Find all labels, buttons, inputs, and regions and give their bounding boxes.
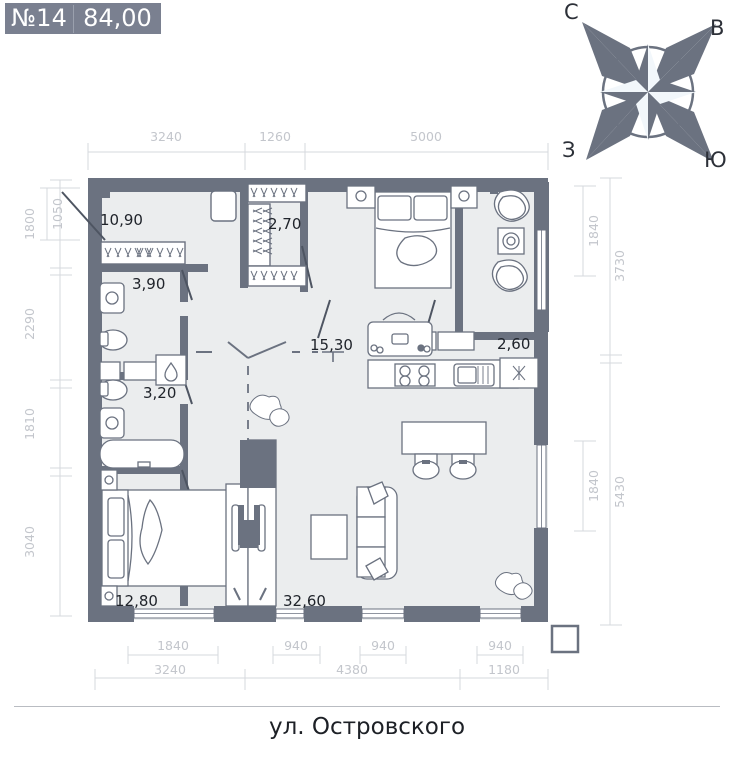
- dim-left-1: 1800: [22, 208, 37, 240]
- room-label-bedroom-second: 12,80: [115, 592, 158, 610]
- floor-plan-drawing: 3240 1260 5000 1800 2290 1810 3040 1050: [22, 129, 627, 690]
- dimension-lines-right: [574, 177, 622, 626]
- room-label-balcony: 2,60: [497, 335, 530, 353]
- windows: [133, 229, 547, 619]
- room-label-closet: 2,70: [268, 215, 301, 233]
- dim-left-3: 1810: [22, 408, 37, 440]
- dim-bottom-1: 3240: [154, 662, 186, 677]
- dim-bottom-3: 1180: [488, 662, 520, 677]
- dim-left-4: 3040: [22, 526, 37, 558]
- room-label-bathroom-main: 3,20: [143, 384, 176, 402]
- room-label-entry-hall: 10,90: [100, 211, 143, 229]
- unit-badge: №14 84,00: [5, 3, 161, 34]
- closet-furniture: [100, 183, 307, 287]
- unit-number-label: №14: [11, 3, 68, 32]
- dim-right-inner-1: 1840: [586, 215, 601, 247]
- bathroom-main-fixtures: [98, 379, 185, 469]
- living-wardrobe: [225, 439, 277, 607]
- dim-right-inner-2: 1840: [586, 470, 601, 502]
- dim-left-2: 2290: [22, 308, 37, 340]
- dim-left-inner-1: 1050: [50, 198, 65, 230]
- room-label-bathroom-guest: 3,90: [132, 275, 165, 293]
- unit-area-label: 84,00: [83, 3, 152, 32]
- dim-bottom-inner-4: 940: [488, 638, 512, 653]
- dim-right-1: 3730: [612, 250, 627, 282]
- dim-bottom-inner-3: 940: [371, 638, 395, 653]
- bedroom-second-furniture: [100, 469, 231, 607]
- room-label-bedroom-master: 15,30: [310, 336, 353, 354]
- compass-north-label: С: [564, 0, 579, 24]
- dim-top-1: 3240: [150, 129, 182, 144]
- badge-divider: [73, 4, 75, 33]
- footer-divider: [14, 706, 720, 707]
- dim-top-2: 1260: [259, 129, 291, 144]
- bedroom-master-furniture: [346, 185, 539, 389]
- corner-marker: [550, 624, 580, 654]
- room-label-living-room: 32,60: [283, 592, 326, 610]
- compass-east-label: В: [710, 16, 725, 40]
- dimension-lines-left: [40, 179, 80, 617]
- dimension-labels-top: 3240 1260 5000: [150, 129, 442, 144]
- dim-right-2: 5430: [612, 476, 627, 508]
- dimension-labels-left: 1800 2290 1810 3040 1050: [22, 198, 65, 558]
- room-area-labels: 10,90 2,70 3,90 3,20 15,30 2,60 12,80 32…: [100, 211, 530, 610]
- dimension-lines-bottom: [94, 646, 549, 690]
- bathroom-guest-fixtures: [98, 282, 187, 386]
- living-room-furniture: [249, 394, 533, 600]
- compass-west-label: З: [562, 138, 576, 162]
- dim-bottom-2: 4380: [336, 662, 368, 677]
- compass-rose: С В З Ю: [556, 0, 732, 182]
- dim-top-3: 5000: [410, 129, 442, 144]
- dim-bottom-inner-2: 940: [284, 638, 308, 653]
- balcony-furniture: [491, 189, 530, 292]
- compass-south-label: Ю: [704, 148, 727, 172]
- dimension-labels-bottom: 1840 940 940 940 3240 4380 1180: [154, 638, 520, 677]
- dim-bottom-inner-1: 1840: [157, 638, 189, 653]
- dimension-labels-right: 1840 1840 3730 5430: [586, 215, 627, 508]
- dimension-lines-top: [87, 143, 549, 170]
- street-label: ул. Островского: [268, 714, 466, 740]
